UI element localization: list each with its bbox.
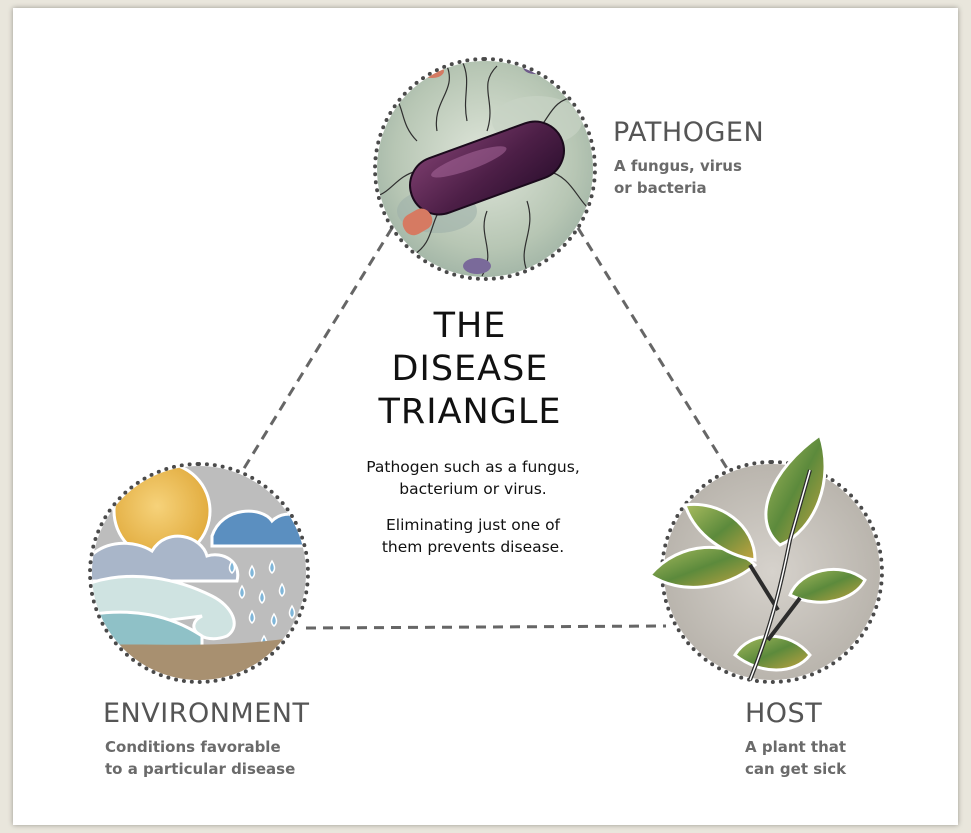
edge-environment-host bbox=[306, 626, 666, 628]
host-desc: A plant that can get sick bbox=[745, 736, 846, 780]
weather-icon bbox=[92, 466, 306, 680]
pathogen-title: PATHOGEN bbox=[613, 117, 764, 148]
environment-desc: Conditions favorable to a particular dis… bbox=[105, 736, 295, 780]
plant-leaves-icon bbox=[640, 430, 890, 690]
diagram-title: THE DISEASE TRIANGLE bbox=[340, 305, 600, 434]
center-text-note: Eliminating just one of them prevents di… bbox=[333, 514, 613, 558]
environment-circle bbox=[88, 462, 310, 684]
pathogen-desc: A fungus, virus or bacteria bbox=[614, 155, 742, 199]
environment-title: ENVIRONMENT bbox=[103, 698, 309, 729]
pathogen-circle bbox=[373, 57, 597, 281]
host-title: HOST bbox=[745, 698, 822, 729]
bacteria-icon bbox=[377, 61, 593, 277]
center-text-definition: Pathogen such as a fungus, bacterium or … bbox=[333, 456, 613, 500]
